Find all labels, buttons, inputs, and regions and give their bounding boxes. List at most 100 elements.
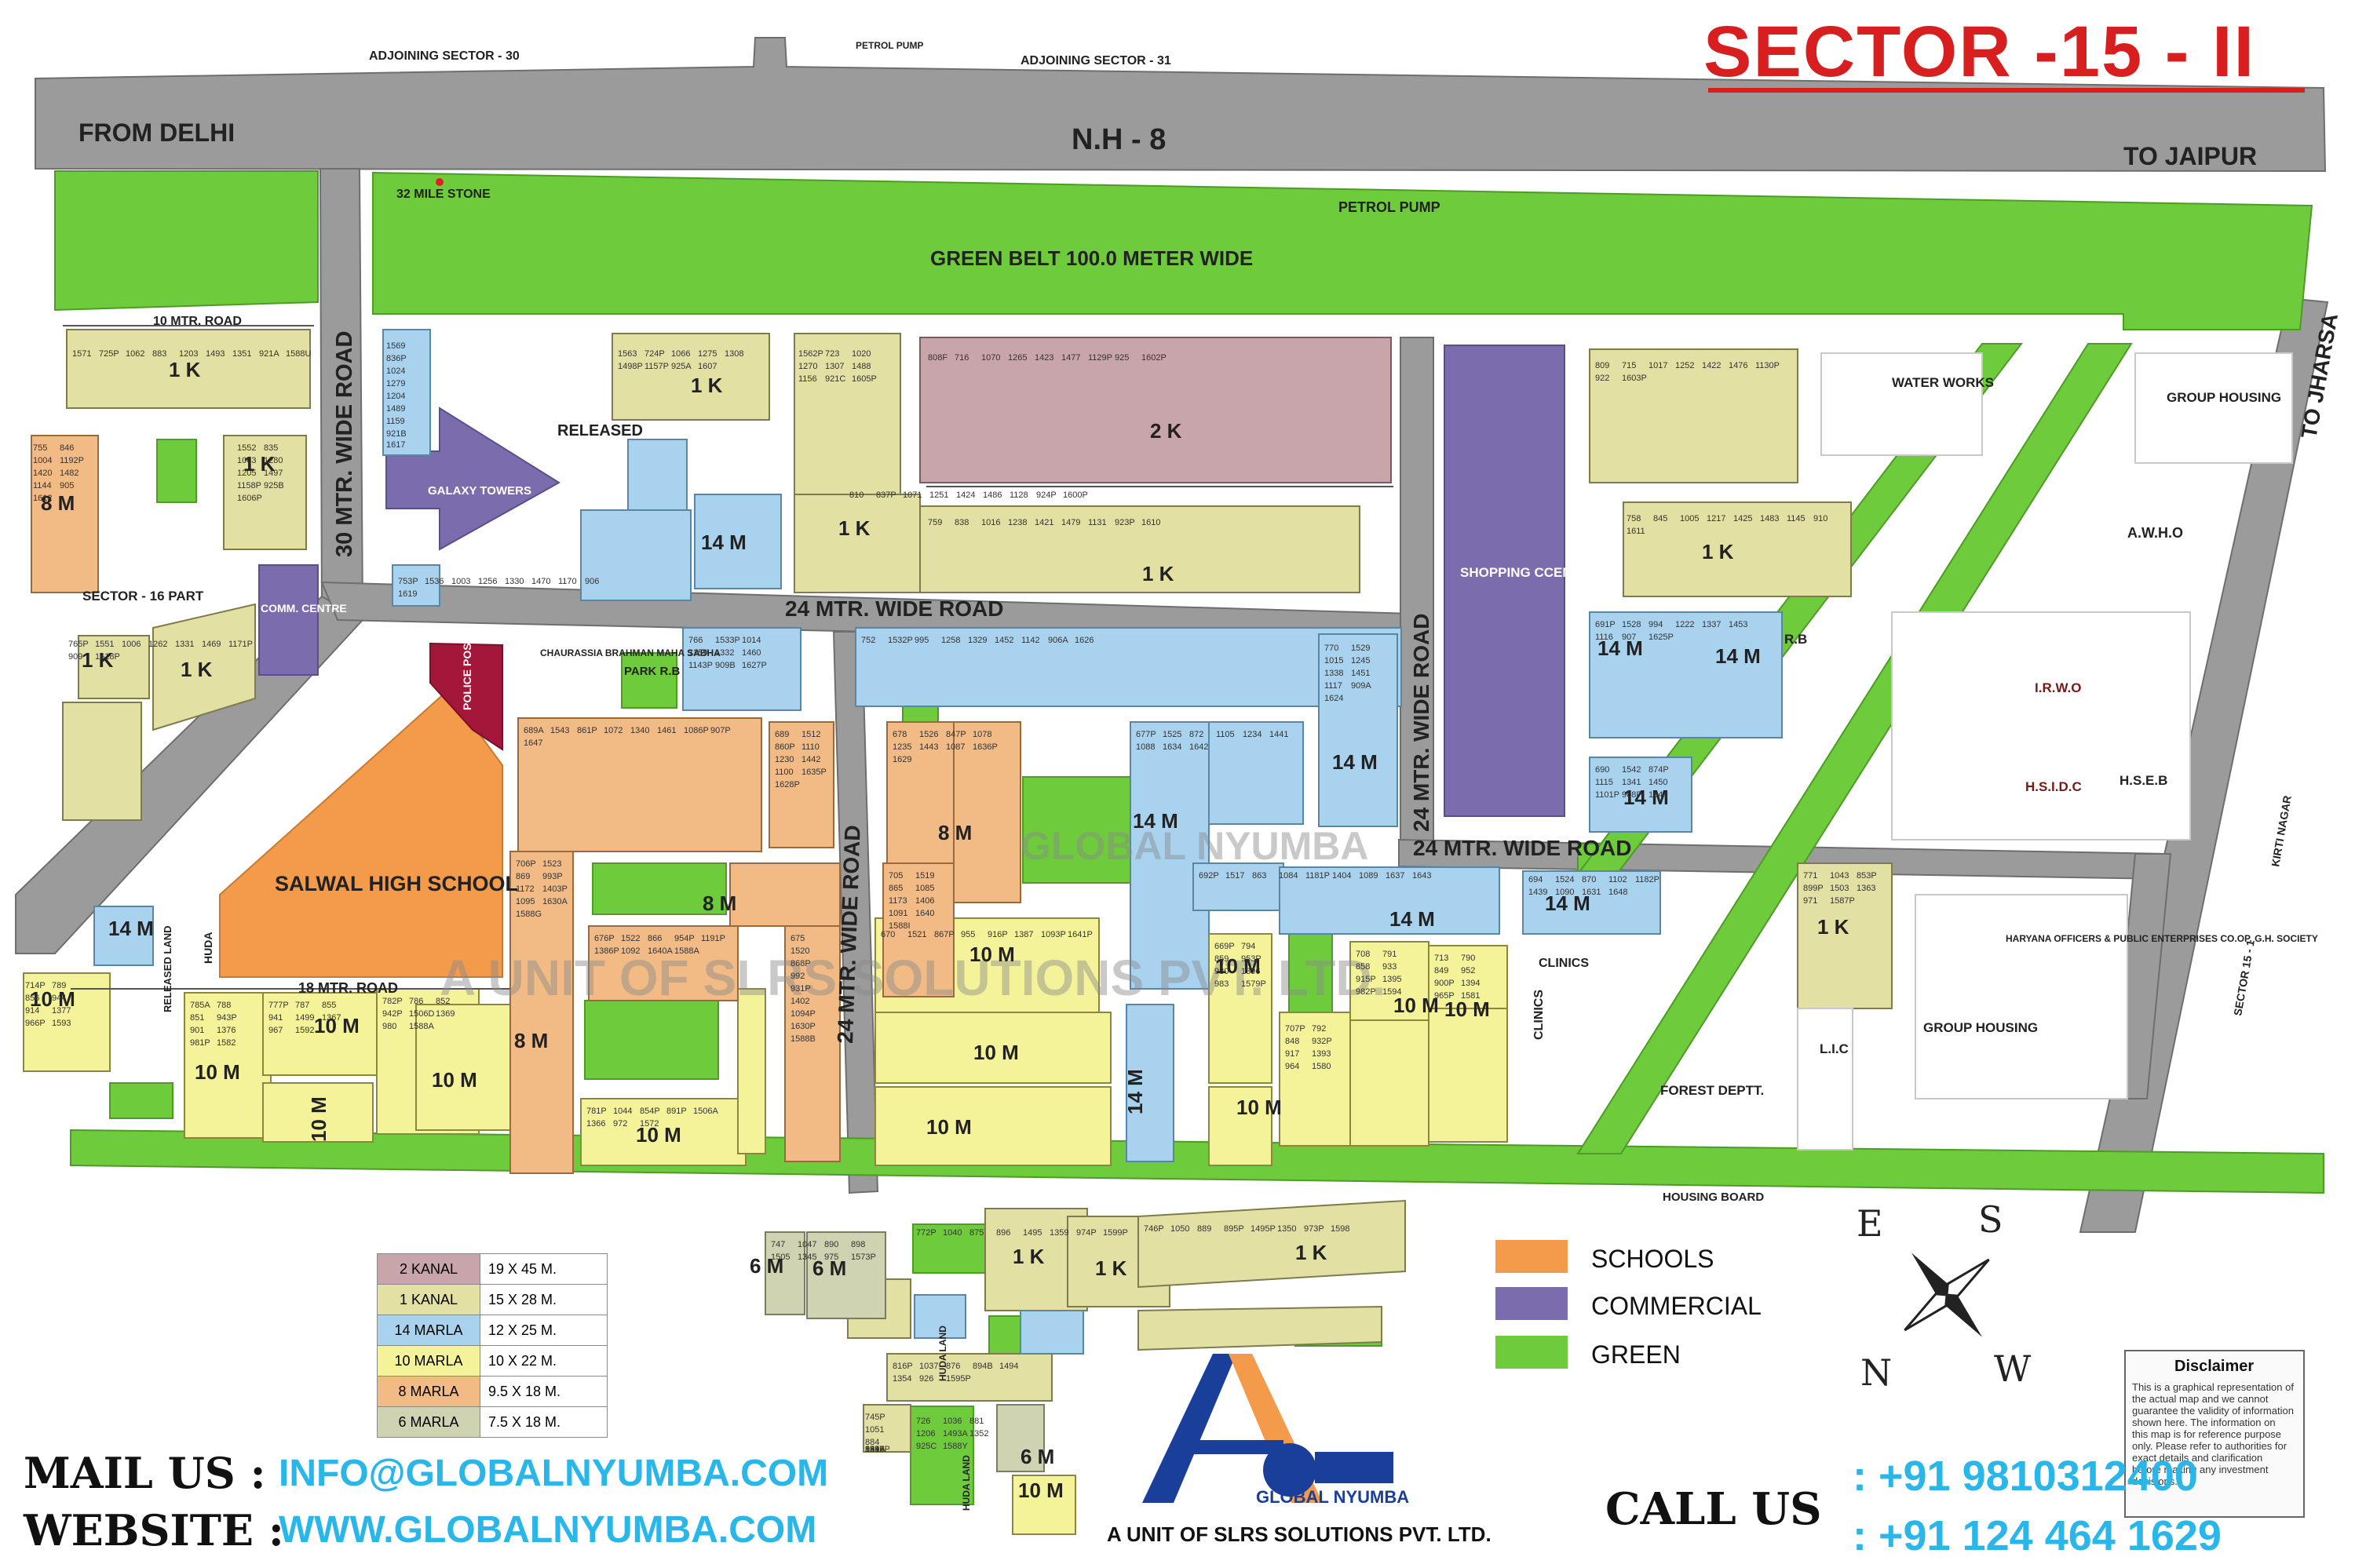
zone-irwo <box>1891 611 2191 841</box>
plot-number: 1265 <box>1008 353 1027 363</box>
block-1k-k <box>62 702 142 821</box>
block-1k-l <box>1797 862 1893 1009</box>
plot-number: 723 <box>825 349 839 359</box>
label-housing-board: HOUSING BOARD <box>1663 1191 1764 1204</box>
block-10m-d <box>262 1082 374 1143</box>
plot-number: 1275 <box>698 349 717 359</box>
plot-number: 1377 <box>52 1006 71 1016</box>
plot-number: 1580 <box>1312 1062 1331 1071</box>
plot-number: 1308 <box>725 349 743 359</box>
plot-number: 965P <box>1434 991 1455 1001</box>
plot-number: 692P <box>1199 871 1219 881</box>
plot-number: 676P <box>594 934 615 943</box>
size-key: 6 MARLA <box>377 1406 480 1438</box>
plot-number: 909A <box>1351 681 1371 691</box>
plot-number: 894B <box>973 1362 993 1371</box>
plot-number: 724P <box>644 349 665 359</box>
plot-number: 891P <box>666 1107 687 1116</box>
plot-number: 689A <box>524 726 544 735</box>
plot-number: 1631 <box>1582 888 1601 897</box>
plot-number: 1569 <box>386 341 405 351</box>
plot-number: 1617 <box>386 440 405 450</box>
plot-number: 675 <box>790 934 805 943</box>
plot-number: 759 <box>928 518 942 527</box>
plot-number: 1230 <box>775 755 794 764</box>
block-8m-b <box>517 717 762 852</box>
plot-number: 716 <box>955 353 969 363</box>
block-10m-j <box>874 1012 1112 1084</box>
plot-number: 1330 <box>505 577 524 586</box>
block-8m-e <box>729 862 841 927</box>
lbl-14m-h: 14 M <box>1545 892 1590 915</box>
plot-number: 1095 <box>516 897 535 906</box>
lbl-10m-a: 10 M <box>30 987 75 1011</box>
label-24m-top: 24 MTR. WIDE ROAD <box>785 596 1003 621</box>
global-nyumba-logo <box>1142 1354 1393 1503</box>
lbl-10m-f: 10 M <box>636 1123 681 1147</box>
plot-number: 966P <box>25 1019 46 1028</box>
lbl-1k-g: 1 K <box>82 648 114 672</box>
plot-number: 1625P <box>1648 633 1674 642</box>
legend-key-row: GREEN <box>1495 1336 1825 1373</box>
plot-number: 1626 <box>1075 636 1094 645</box>
lbl-10m-i: 10 M <box>926 1115 972 1139</box>
block-14m-h <box>1318 633 1398 827</box>
plot-number: 1258 <box>941 636 960 645</box>
plot-number: 910 <box>1813 514 1827 523</box>
size-value: 15 X 28 M. <box>480 1284 608 1315</box>
block-14m-i <box>1130 721 1210 990</box>
school-block <box>219 689 503 978</box>
plot-number: 870 <box>1582 875 1596 884</box>
plot-number: 1588I <box>889 921 911 931</box>
label-24m-low: 24 MTR. WIDE ROAD <box>1413 836 1631 860</box>
plot-number: 1101P <box>1595 790 1619 800</box>
institutional-zones <box>1797 352 2293 1150</box>
lbl-8m-d: 8 M <box>514 1029 548 1052</box>
size-value: 7.5 X 18 M. <box>480 1406 608 1438</box>
plot-number: 1543 <box>550 726 569 735</box>
legend-label-commercial: COMMERCIAL <box>1591 1292 1762 1320</box>
lbl-14m-c: 14 M <box>1133 809 1178 833</box>
plot-number: 930 <box>1214 967 1229 976</box>
label-24m-right: 24 MTR. WIDE ROAD <box>1409 614 1433 832</box>
plot-number: 1528 <box>1622 620 1641 629</box>
plot-number: 944 <box>52 994 66 1003</box>
lbl-14m-g: 14 M <box>1623 786 1669 809</box>
plot-number: 895P <box>1224 1224 1244 1234</box>
plot-number: 975 <box>824 1253 838 1262</box>
label-to-jaipur: TO JAIPUR <box>2123 142 2257 170</box>
plot-number: 894A <box>865 1445 885 1454</box>
plot-number: 1521 <box>907 930 926 939</box>
website-link[interactable]: WWW.GLOBALNYUMBA.COM <box>279 1509 817 1551</box>
plot-number: 678 <box>893 730 907 739</box>
plot-number: 1476 <box>1729 361 1747 370</box>
plot-number: 1533P <box>715 636 740 645</box>
phone-1[interactable]: : +91 9810312400 <box>1853 1453 2198 1500</box>
plot-number: 1206 <box>916 1429 935 1439</box>
plot-number: 725P <box>99 349 119 359</box>
plot-number: 791 <box>1382 950 1397 959</box>
label-police: POLICE POST <box>461 636 473 710</box>
label-haryana: HARYANA OFFICERS & PUBLIC ENTERPRISES CO… <box>2006 933 2318 944</box>
label-group-housing-top: GROUP HOUSING <box>2167 390 2281 405</box>
compass-needle-1 <box>1911 1253 1948 1295</box>
plot-number: 872 <box>1189 730 1203 739</box>
plot-number: 909B <box>715 661 736 670</box>
plot-number: 1090 <box>1555 888 1574 897</box>
plot-number: 1386P <box>594 946 619 956</box>
website-label: WEBSITE : <box>24 1505 284 1555</box>
plot-number: 973P <box>1304 1224 1324 1234</box>
lbl-10m-m: 10 M <box>1444 997 1490 1021</box>
plot-number: 1607 <box>698 362 717 371</box>
plot-number: 931P <box>790 984 811 994</box>
plot-number: 1624 <box>1324 694 1343 703</box>
disclaimer-title: Disclaimer <box>2174 1358 2255 1375</box>
plot-number: 1205 <box>237 469 256 478</box>
plot-number: 694 <box>1528 875 1543 884</box>
plot-number: 1376 <box>217 1026 236 1035</box>
plot-number: 746P <box>1144 1224 1164 1234</box>
block-10m-k <box>874 1086 1112 1166</box>
mail-link[interactable]: INFO@GLOBALNYUMBA.COM <box>279 1453 829 1494</box>
phone-2[interactable]: : +91 124 464 1629 <box>1853 1512 2222 1559</box>
